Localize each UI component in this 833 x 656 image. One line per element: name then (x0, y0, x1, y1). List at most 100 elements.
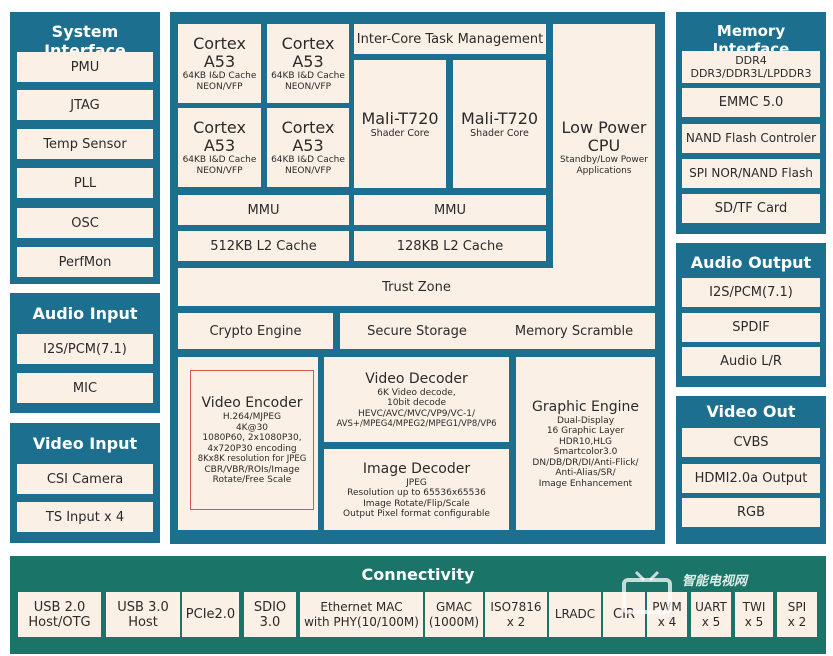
audio-output-title: Audio Output (690, 253, 812, 272)
low-power-cpu-line2: CPU (587, 136, 621, 155)
uart-line2: x 5 (701, 614, 721, 629)
audio-input-title: Audio Input (32, 304, 138, 323)
core-model: A53 (292, 52, 324, 71)
gmac-line2: (1000M) (428, 614, 480, 629)
twi-line1: TWI (742, 599, 766, 614)
ts-input-block: TS Input x 4 (17, 502, 153, 532)
pll-block: PLL (17, 168, 153, 198)
video-decoder-line: HEVC/AVC/MVC/VP9/VC-1/ (357, 408, 475, 419)
gpu-l2-cache-block: 128KB L2 Cache (354, 231, 546, 261)
ddr-line1: DDR4 (735, 54, 767, 67)
cvbs-block: CVBS (682, 428, 820, 457)
core-ext: NEON/VFP (284, 81, 332, 92)
graphic-engine-line: HDR10,HLG (558, 436, 613, 447)
usb2-block: USB 2.0 Host/OTG (18, 592, 101, 637)
cortex-a53-core-3: Cortex A53 64KB I&D Cache NEON/VFP (178, 108, 261, 187)
usb3-block: USB 3.0 Host (106, 592, 180, 637)
core-name: Cortex (193, 34, 246, 53)
image-decoder-line: Resolution up to 65536x65536 (347, 488, 486, 498)
pcie-line1: PCIe2.0 (185, 607, 236, 622)
memory-interface-panel: Memory Interface DDR4 DDR3/DDR3L/LPDDR3 … (676, 12, 826, 234)
connectivity-panel: Connectivity USB 2.0 Host/OTG USB 3.0 Ho… (10, 556, 826, 654)
cpu-mmu-block: MMU (178, 195, 349, 225)
video-out-title: Video Out (706, 402, 796, 421)
osc-block: OSC (17, 208, 153, 238)
video-encoder-line: Rotate/Free Scale (212, 475, 292, 486)
video-encoder-line: H.264/MJPEG (222, 412, 282, 423)
core-ext: NEON/VFP (196, 165, 243, 176)
gpu-core-sub: Shader Core (370, 127, 430, 139)
gpu-core-sub: Shader Core (470, 127, 529, 139)
video-encoder-line: CBR/VBR/ROIs/Image (204, 464, 300, 475)
mali-t720-core-2: Mali-T720 Shader Core (453, 60, 546, 188)
low-power-cpu-sub1: Standby/Low Power (559, 155, 649, 165)
tv-icon (622, 570, 672, 614)
twi-line2: x 5 (744, 614, 764, 629)
graphic-engine-line: Dual-Display (556, 415, 615, 426)
core-name: Cortex (281, 34, 335, 53)
graphic-engine-block: Graphic Engine Dual-Display 16 Graphic L… (516, 357, 655, 530)
jtag-block: JTAG (17, 90, 153, 120)
rgb-block: RGB (682, 498, 820, 527)
gpu-core-name: Mali-T720 (361, 108, 439, 128)
pwm-line2: x 4 (657, 614, 677, 629)
csi-camera-block: CSI Camera (17, 464, 153, 494)
ethernet-line1: Ethernet MAC (320, 599, 403, 614)
video-out-panel: Video Out CVBS HDMI2.0a Output RGB (676, 396, 826, 544)
iso7816-block: ISO7816 x 2 (485, 592, 547, 637)
cortex-a53-core-1: Cortex A53 64KB I&D Cache NEON/VFP (178, 24, 261, 103)
watermark-text: 智能电视网 (682, 574, 748, 589)
graphic-engine-line: Smartcolor3.0 (553, 447, 618, 458)
gpu-core-name: Mali-T720 (460, 108, 539, 128)
video-input-panel: Video Input CSI Camera TS Input x 4 (10, 423, 160, 543)
pwm-block: PWM x 4 (647, 592, 687, 637)
sdio-block: SDIO 3.0 (244, 592, 296, 637)
twi-block: TWI x 5 (735, 592, 773, 637)
core-model: A53 (203, 52, 236, 71)
ethernet-line2: with PHY(10/100M) (304, 614, 419, 629)
core-cache: 64KB I&D Cache (182, 71, 257, 81)
video-encoder-frame: Video Encoder H.264/MJPEG 4K@30 1080P60,… (190, 370, 314, 510)
video-encoder-line: 4K@30 (235, 422, 269, 433)
video-decoder-title: Video Decoder (365, 370, 468, 387)
video-input-title: Video Input (32, 434, 138, 453)
iso7816-line1: ISO7816 (490, 599, 542, 614)
video-encoder-block: Video Encoder H.264/MJPEG 4K@30 1080P60,… (178, 357, 318, 530)
cortex-a53-core-4: Cortex A53 64KB I&D Cache NEON/VFP (267, 108, 349, 187)
core-ext: NEON/VFP (196, 81, 243, 92)
pcie-block: PCIe2.0 (182, 592, 239, 637)
ethernet-mac-block: Ethernet MAC with PHY(10/100M) (300, 592, 423, 637)
video-encoder-title: Video Encoder (201, 395, 303, 412)
graphic-engine-line: Image Enhancement (538, 478, 633, 489)
inter-core-task-management-block: Inter-Core Task Management (354, 24, 546, 54)
usb3-line1: USB 3.0 (117, 599, 169, 615)
lradc-block: LRADC (549, 592, 601, 637)
soc-core-panel: Cortex A53 64KB I&D Cache NEON/VFP Corte… (170, 12, 665, 544)
watermark-logo: 智能电视网 (620, 560, 820, 620)
memory-scramble-block: Memory Scramble (493, 313, 655, 349)
image-decoder-title: Image Decoder (362, 460, 471, 477)
spi-line1: SPI (787, 599, 807, 614)
audio-input-i2s-block: I2S/PCM(7.1) (17, 334, 153, 364)
emmc-block: EMMC 5.0 (682, 88, 820, 117)
connectivity-title: Connectivity (361, 565, 475, 584)
uart-block: UART x 5 (691, 592, 731, 637)
temp-sensor-block: Temp Sensor (17, 129, 153, 159)
graphic-engine-line: 16 Graphic Layer (546, 426, 625, 437)
usb3-line2: Host (128, 614, 158, 630)
spdif-block: SPDIF (682, 313, 820, 342)
mali-t720-core-1: Mali-T720 Shader Core (354, 60, 446, 188)
graphic-engine-title: Graphic Engine (532, 398, 639, 415)
ddr-line2: DDR3/DDR3L/LPDDR3 (690, 67, 812, 80)
cortex-a53-core-2: Cortex A53 64KB I&D Cache NEON/VFP (267, 24, 349, 103)
system-interface-panel: System Interface PMU JTAG Temp Sensor PL… (10, 12, 160, 284)
pmu-block: PMU (17, 52, 153, 82)
core-ext: NEON/VFP (284, 165, 332, 176)
video-decoder-line: AVS+/MPEG4/MPEG2/MPEG1/VP8/VP6 (336, 419, 497, 429)
mic-block: MIC (17, 373, 153, 403)
video-encoder-line: 8Kx8K resolution for JPEG (197, 454, 307, 465)
video-decoder-block: Video Decoder 6K Video decode, 10bit dec… (324, 357, 509, 442)
audio-input-panel: Audio Input I2S/PCM(7.1) MIC (10, 293, 160, 413)
core-name: Cortex (193, 118, 246, 137)
audio-output-panel: Audio Output I2S/PCM(7.1) SPDIF Audio L/… (676, 243, 826, 387)
